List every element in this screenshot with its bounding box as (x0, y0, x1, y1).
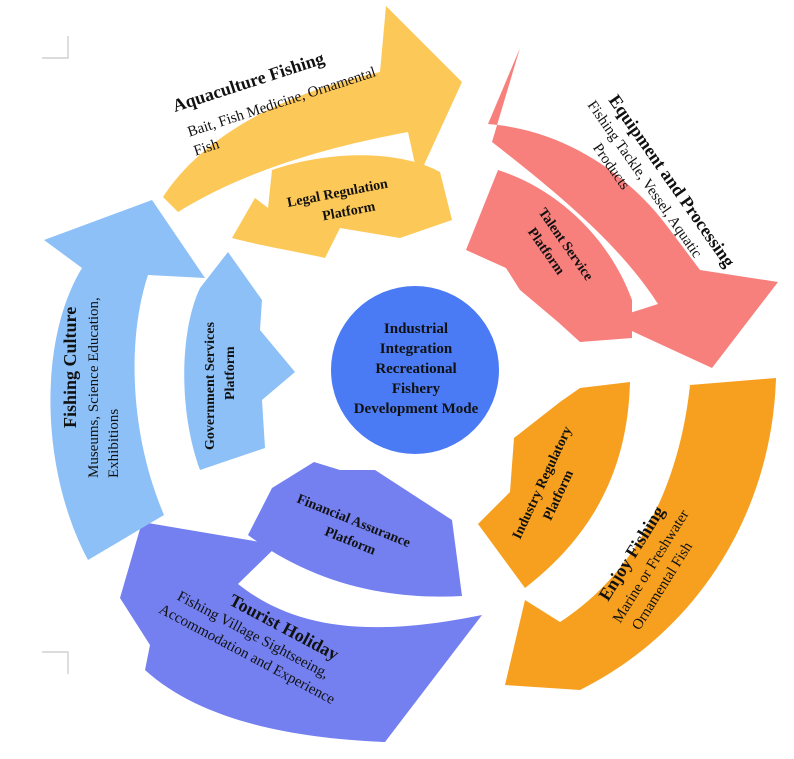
aquaculture-arrow (163, 6, 462, 212)
center-line-5: Development Mode (354, 401, 479, 417)
financial-assurance-arrow (248, 462, 462, 597)
talent-service-arrow (466, 170, 632, 342)
culture-title: Fishing Culture (60, 307, 80, 428)
enjoy-arrow (505, 378, 776, 690)
culture-label: Fishing Culture Museums, Science Educati… (60, 297, 122, 478)
culture-detail-2: Exhibitions (106, 409, 122, 478)
aquaculture-detail-2: Fish (192, 136, 222, 159)
government-services-line-1: Government Services (203, 322, 218, 450)
center-line-2: Integration (380, 341, 453, 357)
crop-mark-top (42, 36, 69, 59)
government-services-label: Government Services Platform (203, 322, 238, 450)
equipment-arrow (488, 48, 778, 368)
government-services-arrow (184, 252, 295, 470)
center-line-1: Industrial (384, 321, 448, 337)
center-label: Industrial Integration Recreational Fish… (354, 321, 479, 417)
center-line-3: Recreational (375, 361, 456, 377)
crop-mark-bottom (42, 651, 69, 674)
industry-regulatory-arrow (478, 382, 630, 588)
culture-detail-1: Museums, Science Education, (86, 297, 102, 478)
legal-regulation-arrow (232, 155, 452, 258)
tourist-arrow (120, 522, 482, 742)
government-services-line-2: Platform (223, 346, 238, 400)
center-line-4: Fishery (392, 381, 441, 397)
center-circle (331, 286, 499, 454)
culture-arrow (44, 200, 205, 560)
